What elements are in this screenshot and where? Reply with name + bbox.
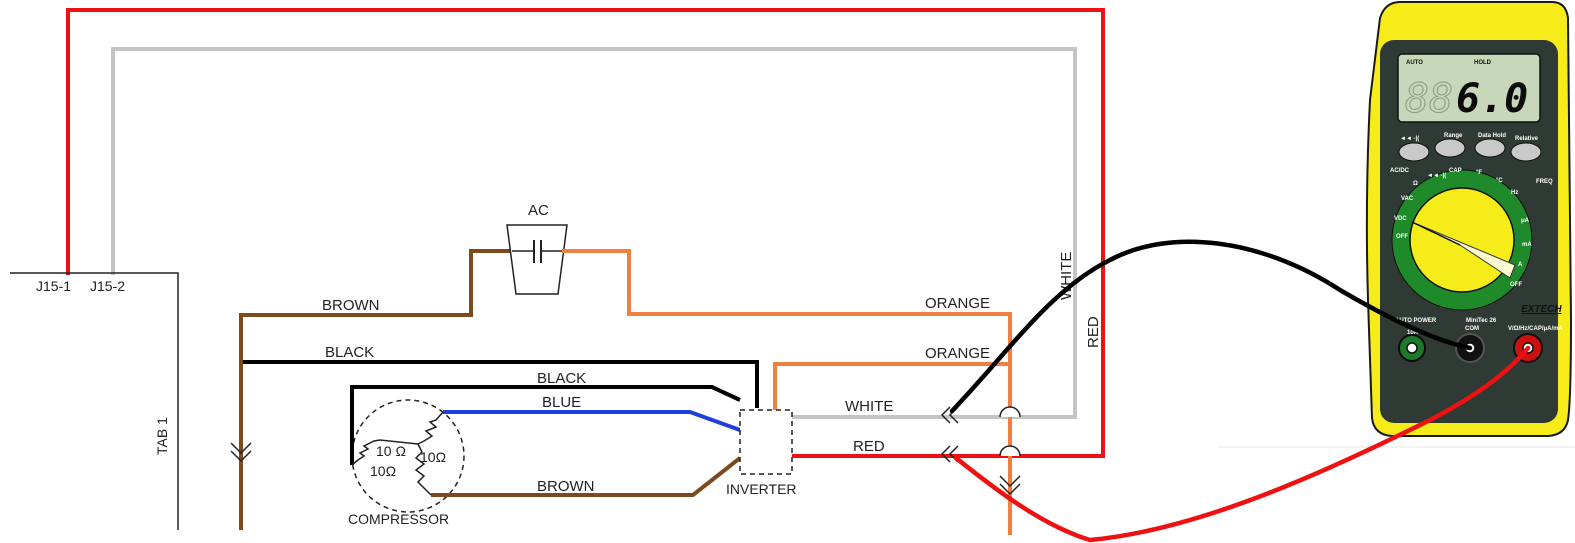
connector-j15-2-label: J15-2 xyxy=(90,278,125,294)
meter-button-label-diode: ◄◄ -|( xyxy=(1400,136,1419,142)
dial-label-a: A xyxy=(1518,262,1523,268)
meter-button-label-relative: Relative xyxy=(1515,136,1539,142)
compressor-r2-label: 10Ω xyxy=(420,449,446,465)
compressor-windings xyxy=(351,411,444,496)
lcd-ghost-digits: 88 xyxy=(1405,76,1453,122)
dial-label-ohm: Ω xyxy=(1413,181,1418,187)
wire-black-main xyxy=(243,360,759,408)
lcd-auto-indicator: AUTO xyxy=(1406,60,1423,66)
dial-label-ma: mA xyxy=(1522,242,1532,248)
meter-dial-labels: VAC Ω ◄◄ -|( CAP °F °C Hz VDC OFF μA mA … xyxy=(1394,168,1532,288)
wire-white-loop xyxy=(111,47,1077,419)
wire-orange-mid xyxy=(773,362,1010,410)
meter-brand: EXTECH xyxy=(1521,304,1562,315)
test-lead-red xyxy=(953,345,1531,543)
wire-white-inv-label: WHITE xyxy=(845,398,893,415)
dial-label-off-right: OFF xyxy=(1510,282,1522,288)
dial-label-degf: °F xyxy=(1476,170,1482,176)
inverter-box xyxy=(739,409,793,475)
dial-label-degc: °C xyxy=(1496,178,1503,184)
meter-button-data-hold[interactable] xyxy=(1474,138,1506,158)
meter-acdc-label: AC/DC xyxy=(1390,168,1410,174)
jack-label-10a: 10A xyxy=(1407,330,1419,336)
test-lead-black xyxy=(949,239,1473,414)
compressor-label: COMPRESSOR xyxy=(348,511,449,527)
meter-button-label-range: Range xyxy=(1444,133,1463,139)
wire-brown-comp xyxy=(431,456,742,497)
wire-orange-mid-label: ORANGE xyxy=(925,345,990,362)
dial-label-vac: VAC xyxy=(1401,196,1414,202)
wire-orange-top xyxy=(562,249,1012,535)
lcd-hold-indicator: HOLD xyxy=(1474,60,1492,66)
disconnect-chevron-right-b xyxy=(999,483,1021,496)
meter-autopower-label: AUTO POWER xyxy=(1395,318,1437,324)
crossover-arc-white xyxy=(999,406,1021,418)
meter-freq-label: FREQ xyxy=(1536,179,1553,185)
lcd-reading: 6.0 xyxy=(1456,76,1528,122)
meter-dial-knob[interactable] xyxy=(1409,187,1515,293)
dial-label-ua: μA xyxy=(1521,218,1530,224)
jack-label-com: COM xyxy=(1465,326,1479,332)
wire-black-comp-label: BLACK xyxy=(537,370,586,387)
wire-brown-comp-label: BROWN xyxy=(537,478,595,495)
wire-red-inv-label: RED xyxy=(853,438,885,455)
dial-label-off-left: OFF xyxy=(1396,234,1408,240)
multimeter-lcd xyxy=(1397,53,1541,123)
wire-brown-top xyxy=(239,249,512,530)
jack-label-v: V/Ω/Hz/CAP/μA/mA xyxy=(1508,326,1563,332)
meter-dial-indicator-line xyxy=(1411,221,1461,246)
capacitor-ac-label: AC xyxy=(528,202,549,219)
disconnect-chevron-left-a xyxy=(230,442,252,455)
wire-blue-comp xyxy=(443,410,741,432)
compressor-r1-label: 10 Ω xyxy=(376,443,406,459)
wire-blue-comp-label: BLUE xyxy=(542,394,581,411)
disconnect-chevron-left-b xyxy=(230,450,252,463)
wire-orange-top-label: ORANGE xyxy=(925,295,990,312)
wire-brown-top-label: BROWN xyxy=(322,297,380,314)
dial-label-hz: Hz xyxy=(1511,190,1518,196)
meter-button-label-hold: Data Hold xyxy=(1478,133,1506,139)
wire-red-vert-label: RED xyxy=(1085,316,1102,348)
wire-black-main-label: BLACK xyxy=(325,344,374,361)
meter-model: MiniTec 26 xyxy=(1466,318,1497,324)
compressor-r3-label: 10Ω xyxy=(370,463,396,479)
connector-j15-1-label: J15-1 xyxy=(36,278,71,294)
connector-j15-outline xyxy=(10,272,179,530)
dial-label-vdc: VDC xyxy=(1394,216,1407,222)
multimeter: AUTO HOLD 88 6.0 ◄◄ -|( Range Data Hold … xyxy=(1365,0,1573,437)
jack-10a-socket xyxy=(1406,342,1418,354)
dial-label-diode: ◄◄ -|( xyxy=(1427,173,1446,179)
wire-black-comp xyxy=(350,385,741,465)
crossover-arc-red xyxy=(999,445,1021,457)
dial-label-cap: CAP xyxy=(1449,168,1462,174)
meter-button-diode[interactable] xyxy=(1398,142,1430,162)
connector-tab1-label: TAB 1 xyxy=(154,417,170,455)
meter-button-range[interactable] xyxy=(1434,138,1466,158)
wire-red-loop xyxy=(66,8,1105,458)
disconnect-chevron-right-a xyxy=(999,475,1021,488)
meter-button-relative[interactable] xyxy=(1510,142,1542,162)
inverter-label: INVERTER xyxy=(726,481,797,497)
capacitor-ac xyxy=(506,224,568,295)
